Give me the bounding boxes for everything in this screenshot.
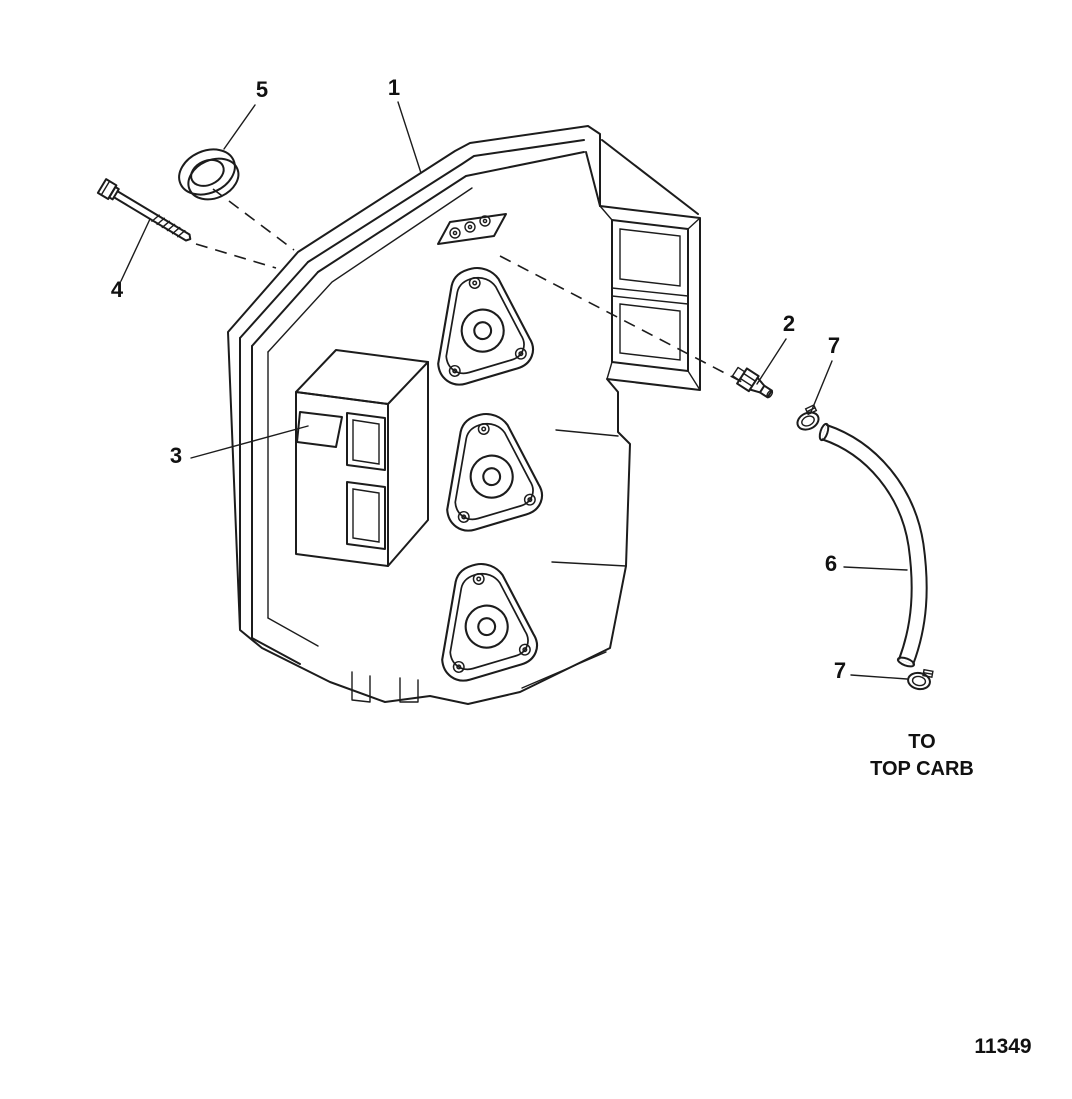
- exhaust-port-top: [420, 260, 537, 389]
- exhaust-port-bottom: [424, 556, 541, 685]
- bolt: [96, 178, 192, 242]
- to-top-carb-label: TO TOP CARB: [870, 731, 974, 780]
- seal-grommet: [178, 148, 240, 201]
- right-exhaust-box: [599, 205, 701, 391]
- left-exhaust-box: [295, 349, 429, 567]
- leader-line-7b: [850, 674, 908, 680]
- leader-line-6: [843, 566, 908, 571]
- callout-label-7a: 7: [828, 333, 840, 358]
- mounting-bracket: [437, 213, 507, 245]
- leader-line-3: [190, 425, 309, 459]
- leader-lines: [120, 101, 908, 680]
- drawing-number: 11349: [974, 1035, 1031, 1058]
- callout-label-7b: 7: [834, 658, 846, 683]
- callout-label-3: 3: [170, 443, 182, 468]
- callout-label-6: 6: [825, 551, 837, 576]
- leader-line-5: [223, 104, 256, 150]
- callout-label-2: 2: [783, 311, 795, 336]
- to-top-carb-line1: TO: [908, 731, 935, 753]
- hose-fitting: [731, 366, 774, 399]
- callout-label-5: 5: [256, 77, 268, 102]
- exhaust-port-middle: [429, 406, 546, 535]
- leader-line-7a: [810, 360, 833, 413]
- to-top-carb-line2: TOP CARB: [870, 758, 974, 780]
- leader-line-1: [397, 101, 422, 174]
- hose-clamp-upper: [796, 404, 820, 431]
- callout-label-1: 1: [388, 75, 400, 100]
- assembly-dashed-lines: [195, 188, 743, 383]
- leader-line-2: [756, 338, 787, 385]
- exhaust-cover-body: [227, 125, 701, 705]
- leader-line-4: [120, 218, 151, 282]
- hose-clamp-lower: [907, 668, 934, 691]
- callout-label-4: 4: [111, 277, 124, 302]
- fuel-hose: [818, 422, 928, 668]
